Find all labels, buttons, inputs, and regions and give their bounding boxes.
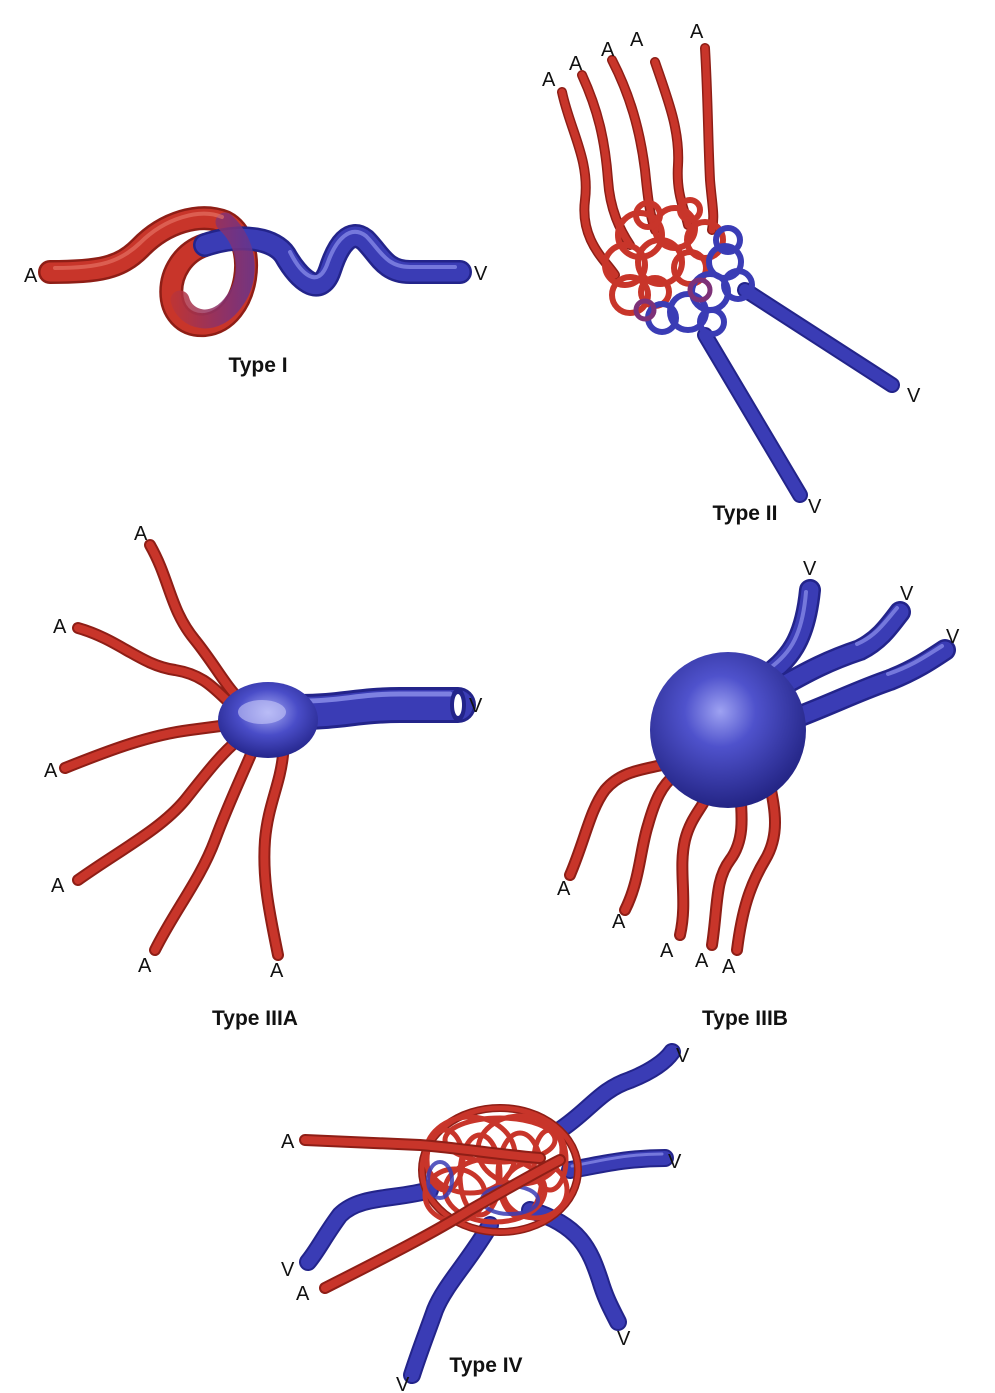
type-2-vein-label-2: V	[808, 496, 822, 518]
type-4-nidus	[418, 1104, 582, 1236]
type-3a-draining-vein	[218, 682, 476, 758]
type-2-artery-label-2: A	[569, 53, 583, 75]
type-4-artery-label-2: A	[296, 1283, 310, 1305]
type-1-vessel	[38, 206, 472, 337]
type-3a-title: Type IIIA	[212, 1007, 298, 1030]
type-3a-artery-label-5: A	[138, 955, 152, 977]
type-4-artery-label-1: A	[281, 1131, 295, 1153]
type-3b-feeding-arteries	[564, 759, 781, 956]
type-4-vein-label-4: V	[617, 1328, 631, 1350]
type-3a-artery-label-2: A	[53, 616, 67, 638]
type-2-artery-label-1: A	[542, 69, 556, 91]
type-3b-artery-label-5: A	[722, 956, 736, 978]
type-4-vein-label-2: V	[668, 1151, 682, 1173]
type-2-nidus	[602, 197, 755, 337]
type-2-vein-label-1: V	[907, 385, 921, 407]
type-2-artery-label-4: A	[630, 29, 644, 51]
type-3a-vein-label: V	[469, 695, 483, 717]
type-2-feeding-arteries	[557, 43, 719, 280]
type-4-title: Type IV	[449, 1354, 522, 1377]
type-3a-artery-label-4: A	[51, 875, 65, 897]
type-1-title: Type I	[228, 354, 287, 377]
type-3b-dilated-sac	[650, 652, 806, 808]
type-3b-vein-label-1: V	[803, 558, 817, 580]
type-3b-vein-label-3: V	[946, 626, 960, 648]
type-2-diagram: A A A A A V V Type II	[542, 21, 921, 525]
type-4-diagram: V V A V A V V Type IV	[281, 1043, 690, 1393]
type-3b-diagram: V V V A A A A A Type IIIB	[557, 558, 960, 1030]
type-4-draining-veins	[299, 1043, 681, 1384]
type-3b-vein-label-2: V	[900, 583, 914, 605]
type-4-vein-label-3: V	[281, 1259, 295, 1281]
type-4-feeding-arteries	[299, 1134, 566, 1294]
type-3b-artery-label-3: A	[660, 940, 674, 962]
type-1-artery-label: A	[24, 265, 38, 287]
type-4-vein-label-1: V	[676, 1045, 690, 1067]
type-3b-title: Type IIIB	[702, 1007, 788, 1030]
type-2-title: Type II	[713, 502, 778, 525]
type-3a-diagram: A A A A A A V Type IIIA	[44, 523, 483, 1030]
type-1-diagram: A V Type I	[24, 206, 488, 377]
type-3a-artery-label-6: A	[270, 960, 284, 982]
type-3a-artery-label-3: A	[44, 760, 58, 782]
type-2-artery-label-5: A	[690, 21, 704, 43]
type-4-vein-label-5: V	[396, 1374, 410, 1393]
type-3b-artery-label-1: A	[557, 878, 571, 900]
type-1-vein-label: V	[474, 263, 488, 285]
type-3b-artery-label-4: A	[695, 950, 709, 972]
type-3a-feeding-arteries	[59, 539, 289, 961]
type-3b-artery-label-2: A	[612, 911, 626, 933]
type-2-draining-veins	[697, 282, 900, 503]
type-2-artery-label-3: A	[601, 39, 615, 61]
type-3a-artery-label-1: A	[134, 523, 148, 545]
